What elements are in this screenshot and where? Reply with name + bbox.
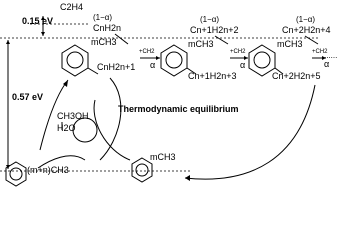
water-label: H2O	[57, 123, 76, 133]
chain-2-label: Cn+1H2n+3	[188, 71, 237, 81]
hydrocarbon-pool-diagram: C2H4 0.15 eV 0.57 eV (1−α) CnH2n (1−α) C…	[0, 2, 337, 187]
mch3-3-label: mCH3	[277, 39, 303, 49]
reaction-circle	[72, 117, 98, 143]
diagram: C2H4 0.15 eV 0.57 eV (1−α) CnH2n (1−α) C…	[0, 2, 337, 187]
ring-bottom-left-circle	[9, 167, 23, 181]
equilibrium-label: Thermodynamic equilibrium	[118, 104, 239, 114]
ring-3-circle	[253, 51, 271, 69]
alpha-2: α	[240, 60, 245, 70]
one-minus-alpha-1: (1−α)	[93, 13, 112, 22]
arrow-to-alkene-1	[114, 33, 129, 45]
alkene-3-label: Cn+2H2n+4	[282, 25, 331, 35]
methanol-label: CH3OH	[57, 111, 89, 121]
add-ch2-1: +CH2	[139, 49, 155, 55]
energy-arrow-large-head	[6, 40, 10, 44]
energy-small-label: 0.15 eV	[22, 16, 53, 26]
ring-2-circle	[165, 51, 183, 69]
mch3-bottom-label: mCH3	[150, 152, 176, 162]
cycle-arrow-inner	[93, 99, 131, 161]
cycle-arrow-left-head	[63, 80, 68, 87]
chain-1-label: CnH2n+1	[97, 62, 135, 72]
add-ch2-3: +CH2	[312, 49, 328, 55]
benzene-ring-bottom-left	[5, 161, 27, 187]
one-minus-alpha-2: (1−α)	[200, 15, 219, 24]
return-curve-head	[185, 175, 190, 181]
arrow-to-alkene-3	[304, 35, 319, 45]
return-curve	[184, 84, 316, 180]
cycle-arrow-right	[99, 77, 122, 161]
one-minus-alpha-3: (1−α)	[296, 15, 315, 24]
chain-3-label: Cn+2H2n+5	[272, 71, 321, 81]
arrow-step-2-head	[244, 56, 248, 60]
alpha-3: α	[324, 59, 329, 69]
ring-bottom-circle	[135, 163, 149, 177]
ethylene-label: C2H4	[60, 2, 83, 12]
alpha-1: α	[150, 60, 155, 70]
ring-1-circle	[66, 51, 84, 69]
alkene-2-label: Cn+1H2n+2	[190, 25, 239, 35]
chain-bond-3	[274, 67, 284, 75]
energy-arrow-small-tail	[41, 16, 45, 20]
chain-bond-1	[87, 67, 99, 75]
energy-large-label: 0.57 eV	[12, 92, 43, 102]
chain-bond-2	[186, 67, 197, 75]
benzene-ring-bottom	[131, 157, 153, 183]
arrow-step-1-head	[156, 56, 160, 60]
add-ch2-2: +CH2	[230, 49, 246, 55]
mch3-2-label: mCH3	[188, 39, 214, 49]
polymethyl-label: (m+n)CH3	[27, 165, 69, 175]
continuation-dots: ......	[324, 51, 337, 60]
benzene-ring-2	[160, 44, 188, 77]
benzene-ring-1	[61, 44, 89, 77]
mch3-1-label: mCH3	[91, 37, 117, 47]
benzene-ring-3	[248, 44, 276, 77]
energy-arrow-small-head	[41, 32, 45, 36]
arrow-step-3-head	[322, 56, 326, 60]
alkene-1-label: CnH2n	[93, 23, 121, 33]
cycle-arrow-bottom-left	[37, 155, 86, 169]
arrow-to-alkene-2	[214, 35, 229, 45]
